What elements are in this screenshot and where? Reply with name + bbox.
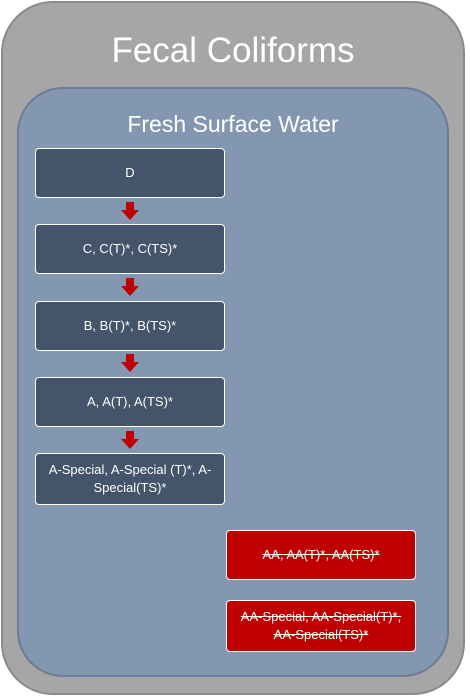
class-box-d: D (35, 148, 225, 198)
down-arrow-icon (121, 431, 139, 449)
down-arrow-icon (121, 354, 139, 372)
class-box-aa-special: AA-Special, AA-Special(T)*, AA-Special(T… (226, 600, 416, 652)
class-box-a: A, A(T), A(TS)* (35, 377, 225, 427)
class-box-c: C, C(T)*, C(TS)* (35, 224, 225, 274)
class-box-aa: AA, AA(T)*, AA(TS)* (226, 530, 416, 580)
outer-title: Fecal Coliforms (111, 31, 355, 70)
down-arrow-icon (121, 202, 139, 220)
class-box-a-special: A-Special, A-Special (T)*, A-Special(TS)… (35, 453, 225, 505)
inner-title: Fresh Surface Water (127, 111, 339, 137)
down-arrow-icon (121, 278, 139, 296)
class-box-b: B, B(T)*, B(TS)* (35, 301, 225, 351)
